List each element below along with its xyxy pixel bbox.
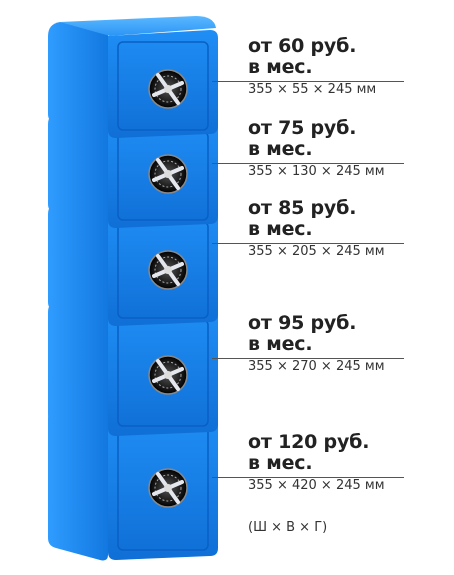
price-line2: в мес. <box>248 56 313 78</box>
leader-line-2 <box>212 163 404 164</box>
price-line1: от 95 руб. <box>248 312 357 334</box>
price-line2: в мес. <box>248 452 313 474</box>
dimensions: 355 × 270 × 245 мм <box>248 359 385 374</box>
safe-label-1: от 60 руб. в мес. 355 × 55 × 245 мм <box>248 36 448 98</box>
price: от 85 руб. в мес. <box>248 198 448 240</box>
price-line1: от 120 руб. <box>248 431 370 453</box>
price-line1: от 60 руб. <box>248 35 357 57</box>
safe-dial-3 <box>148 250 188 290</box>
dimensions: 355 × 55 × 245 мм <box>248 82 377 97</box>
safe-dial-1 <box>148 69 188 109</box>
price-line1: от 85 руб. <box>248 197 357 219</box>
price-line1: от 75 руб. <box>248 117 357 139</box>
price: от 95 руб. в мес. <box>248 313 448 355</box>
price: от 75 руб. в мес. <box>248 118 448 160</box>
dimensions: 355 × 130 × 245 мм <box>248 164 385 179</box>
leader-line-4 <box>212 358 404 359</box>
dimensions: 355 × 420 × 245 мм <box>248 478 385 493</box>
safe-label-2: от 75 руб. в мес. 355 × 130 × 245 мм <box>248 118 448 180</box>
safe-label-4: от 95 руб. в мес. 355 × 270 × 245 мм <box>248 313 448 375</box>
dimensions: 355 × 205 × 245 мм <box>248 244 385 259</box>
safe-dial-2 <box>148 154 188 194</box>
price-line2: в мес. <box>248 218 313 240</box>
price: от 120 руб. в мес. <box>248 432 448 474</box>
safe-dial-5 <box>148 468 188 508</box>
price-line2: в мес. <box>248 333 313 355</box>
price: от 60 руб. в мес. <box>248 36 448 78</box>
leader-line-5 <box>212 477 404 478</box>
dimensions-legend: (Ш × В × Г) <box>248 520 328 535</box>
leader-line-1 <box>212 81 404 82</box>
safe-dial-4 <box>148 355 188 395</box>
leader-line-3 <box>212 243 404 244</box>
safe-label-3: от 85 руб. в мес. 355 × 205 × 245 мм <box>248 198 448 260</box>
safe-label-5: от 120 руб. в мес. 355 × 420 × 245 мм <box>248 432 448 494</box>
price-line2: в мес. <box>248 138 313 160</box>
safe-1 <box>48 16 218 138</box>
